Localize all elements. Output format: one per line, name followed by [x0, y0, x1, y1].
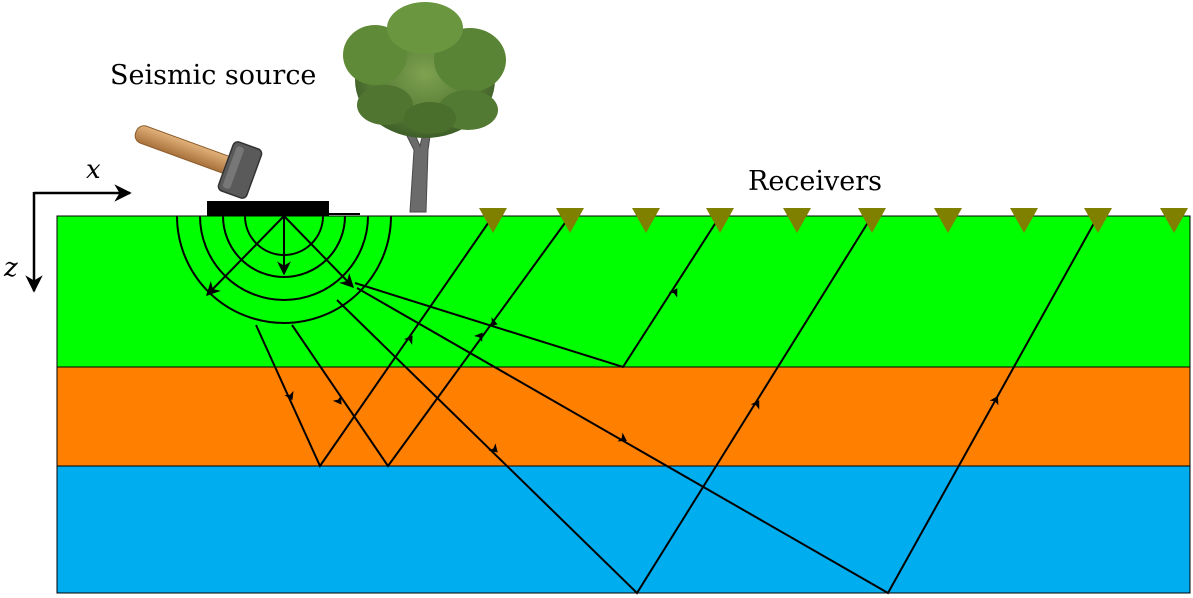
tree-icon: [343, 2, 506, 213]
ray-arrowhead: [989, 396, 999, 406]
ray-arrowhead: [403, 335, 413, 345]
ray-arrowhead: [750, 400, 760, 410]
sledgehammer-icon: [134, 125, 263, 199]
direct-ray-right: [283, 215, 354, 289]
seismic-source-label: Seismic source: [110, 60, 316, 91]
ray-arrowhead: [488, 317, 498, 327]
receiver-triangle-icon: [1010, 208, 1038, 233]
direct-rays: [206, 215, 354, 297]
layer-bottom: [56, 465, 1191, 594]
ray-arrowhead: [332, 395, 342, 405]
receiver-triangle-icon: [934, 208, 962, 233]
ray-paths: [255, 215, 1099, 595]
ray-path-3: [354, 215, 721, 369]
x-axis-label: x: [86, 155, 101, 185]
wavefront-3: [199, 215, 369, 301]
wavefronts: [176, 215, 392, 324]
receiver-triangle-icon: [783, 208, 811, 233]
ray-direction-arrows: [284, 288, 999, 453]
wavefront-2: [222, 215, 346, 278]
ray-arrowhead: [668, 288, 678, 298]
ray-arrowhead: [617, 432, 627, 442]
wavefront-4: [176, 215, 392, 324]
ray-path-4: [336, 215, 873, 595]
receiver-triangle-icon: [1084, 208, 1112, 233]
layer-middle: [56, 366, 1191, 467]
coordinate-axes: [25, 184, 132, 293]
receiver-triangle-icon: [858, 208, 886, 233]
direct-ray-left: [206, 215, 285, 297]
receiver-triangle-icon: [556, 208, 584, 233]
source-plate: [207, 201, 329, 216]
ray-arrowhead: [284, 390, 294, 401]
ray-path-5: [356, 215, 1099, 595]
receiver-triangle-icon: [479, 208, 507, 233]
ray-path-1: [255, 215, 494, 469]
ray-arrowhead: [473, 332, 483, 342]
receivers-label: Receivers: [748, 166, 882, 197]
receiver-triangle-icon: [706, 208, 734, 233]
ray-path-2: [291, 215, 571, 468]
ray-arrowhead: [488, 443, 498, 453]
receivers: [479, 208, 1188, 233]
z-axis-label: z: [3, 253, 18, 283]
receiver-triangle-icon: [1160, 208, 1188, 233]
receiver-triangle-icon: [632, 208, 660, 233]
